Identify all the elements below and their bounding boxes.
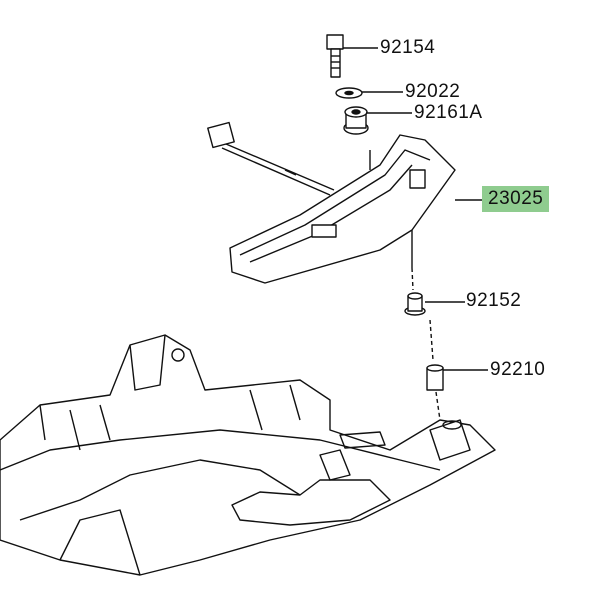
- washer-92022-drawing: [335, 87, 403, 99]
- housing-frame-drawing: [0, 334, 496, 576]
- part-label-23025-highlighted[interactable]: 23025: [482, 186, 550, 212]
- bolt-92154-drawing: [326, 34, 378, 78]
- part-label-92154[interactable]: 92154: [380, 37, 436, 58]
- damper-92161a-drawing: [343, 106, 412, 135]
- part-label-92152[interactable]: 92152: [466, 290, 522, 311]
- connector-wire-drawing: [207, 121, 335, 196]
- collar-92152-drawing: [404, 267, 465, 361]
- lamp-assembly-23025-drawing: [229, 134, 487, 284]
- part-label-92022[interactable]: 92022: [405, 81, 461, 102]
- part-label-92161a[interactable]: 92161A: [414, 102, 483, 123]
- nut-92210-drawing: [426, 364, 488, 421]
- part-label-92210[interactable]: 92210: [490, 359, 546, 380]
